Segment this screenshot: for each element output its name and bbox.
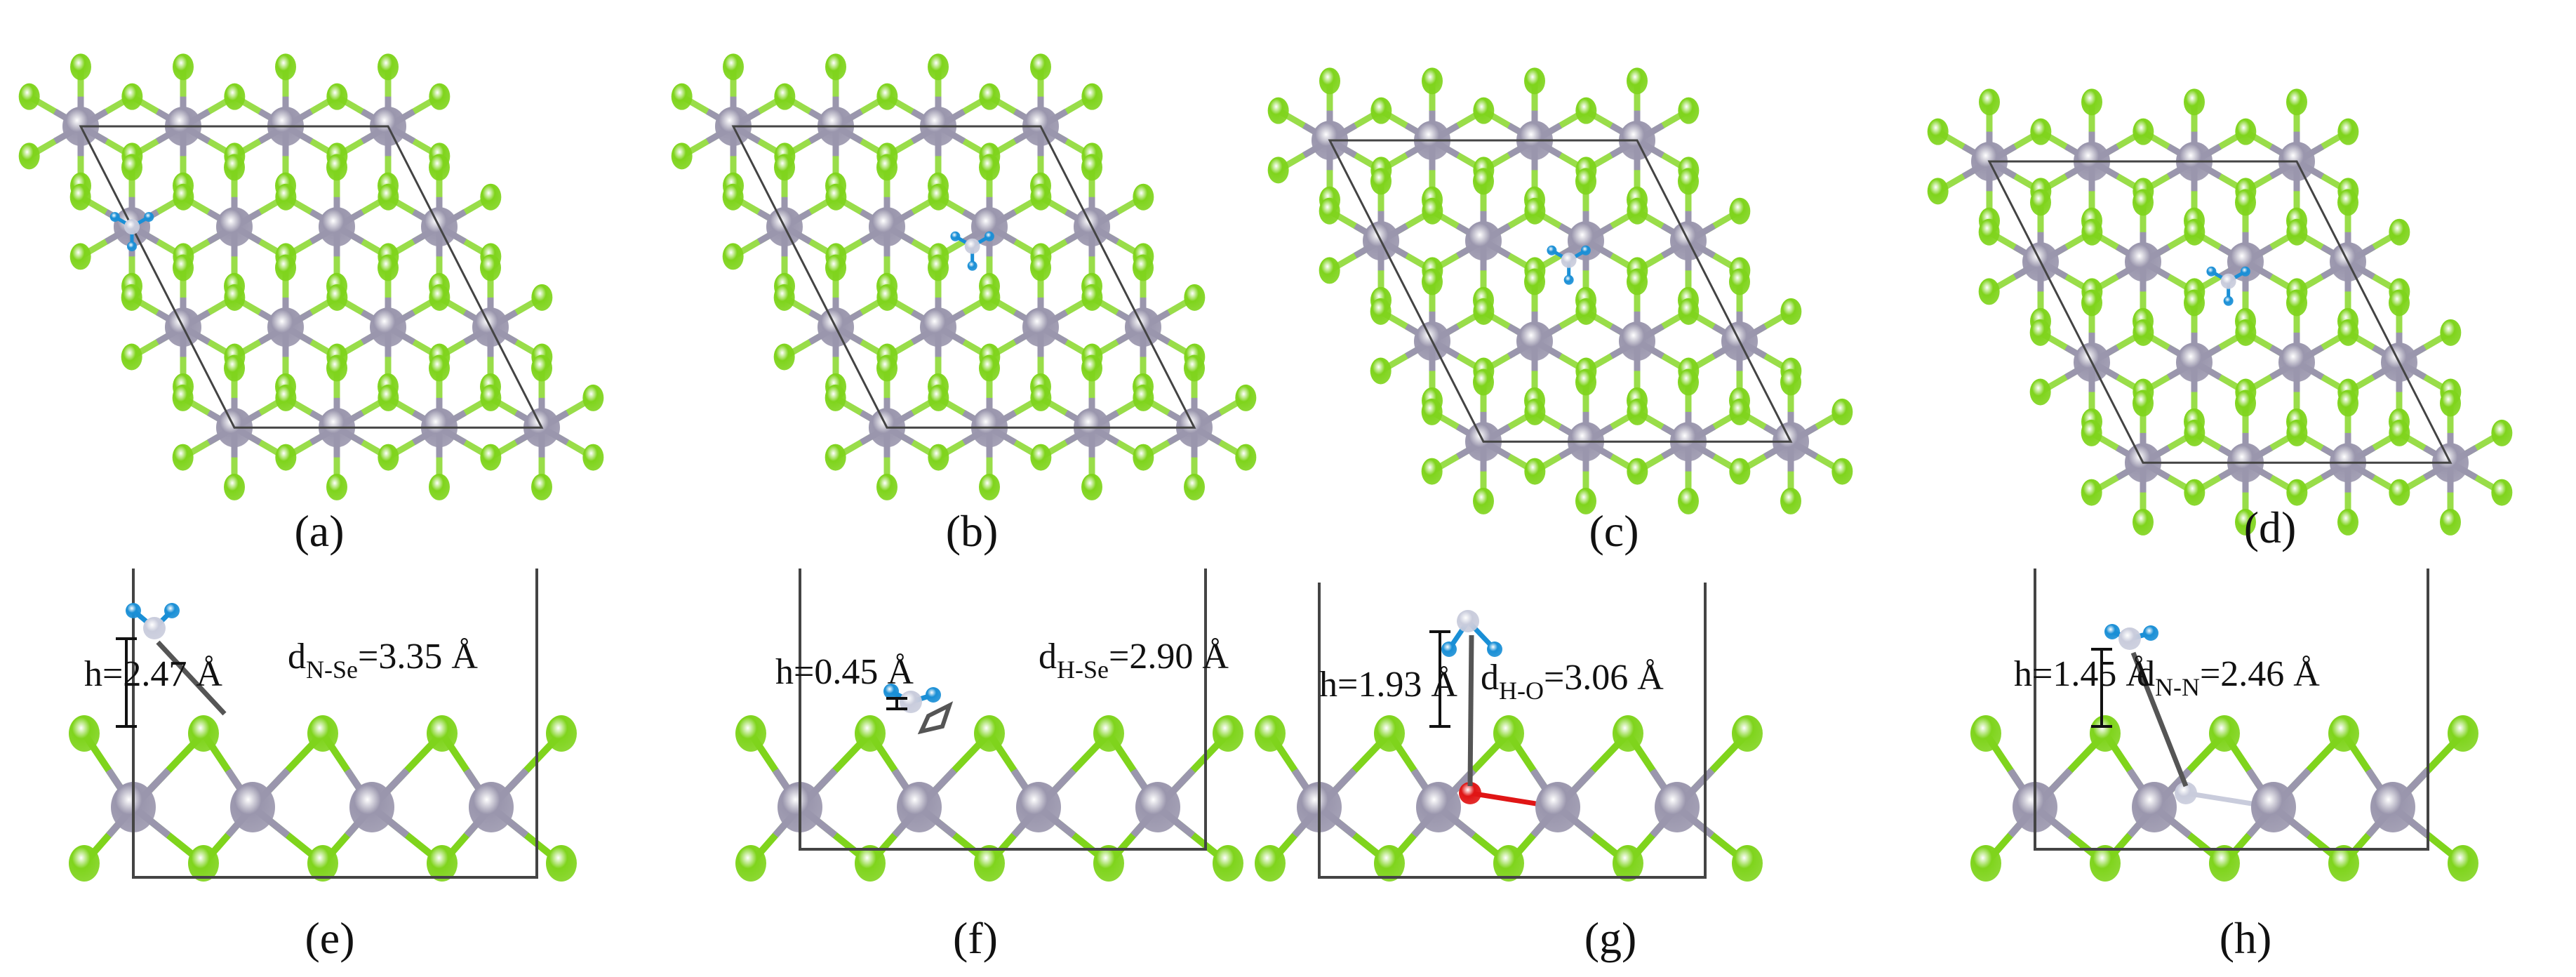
- panel-g-side-view: h=1.93 Å dH-O=3.06 Å: [1255, 569, 1923, 882]
- panel-label-e: (e): [305, 913, 355, 963]
- distance-symbol: d: [2137, 654, 2155, 694]
- lattice-top-view: [18, 53, 604, 500]
- distance-annotation: dH-Se=2.90 Å: [1039, 637, 1229, 684]
- distance-subscript: H-O: [1499, 677, 1544, 705]
- distance-annotation: dN-Se=3.35 Å: [288, 637, 478, 684]
- ammonia-molecule: [2206, 266, 2250, 306]
- ammonia-molecule: [109, 212, 154, 252]
- panel-f-side-view: h=0.45 Å dH-Se=2.90 Å: [688, 569, 1305, 882]
- panel-d-top-view: [1927, 56, 2568, 536]
- distance-symbol: d: [288, 637, 306, 677]
- lattice-top-view: [671, 53, 1257, 500]
- distance-value: =3.06 Å: [1543, 658, 1664, 698]
- ammonia-molecule: [1547, 245, 1591, 285]
- panel-b-top-view: [671, 21, 1312, 500]
- panel-label-g: (g): [1584, 913, 1637, 963]
- height-annotation: h=2.47 Å: [84, 654, 222, 694]
- distance-value: =3.35 Å: [358, 637, 478, 677]
- distance-symbol: d: [1039, 637, 1057, 677]
- lattice-side-view: [735, 569, 1243, 882]
- lattice-side-view: [1970, 569, 2478, 882]
- panel-label-d: (d): [2243, 503, 2297, 552]
- distance-subscript: N-N: [2155, 673, 2200, 701]
- distance-annotation: dN-N=2.46 Å: [2137, 656, 2320, 700]
- lattice-side-view: [69, 569, 577, 882]
- distance-annotation: dH-O=3.06 Å: [1481, 658, 1664, 705]
- lattice-top-view: [1267, 67, 1853, 514]
- panel-h-side-view: h=1.45 Å dN-N=2.46 Å: [1965, 569, 2576, 882]
- panel-label-a: (a): [294, 506, 345, 556]
- distance-value: =2.46 Å: [2199, 654, 2320, 694]
- panel-label-b: (b): [945, 506, 999, 556]
- distance-subscript: N-Se: [306, 656, 358, 684]
- distance-symbol: d: [1481, 658, 1499, 698]
- lattice-side-view: [1255, 583, 1763, 882]
- distance-subscript: H-Se: [1057, 656, 1109, 684]
- panel-label-c: (c): [1589, 506, 1639, 556]
- panel-label-f: (f): [953, 913, 998, 963]
- panel-a-top-view: [18, 21, 660, 500]
- panel-e-side-view: h=2.47 Å dN-Se=3.35 Å: [28, 569, 646, 882]
- lattice-top-view: [1927, 88, 2513, 536]
- panel-label-h: (h): [2219, 913, 2272, 963]
- height-annotation: h=1.93 Å: [1319, 665, 1457, 705]
- panel-c-top-view: [1267, 35, 1909, 514]
- ammonia-molecule: [950, 231, 994, 271]
- distance-value: =2.90 Å: [1109, 637, 1229, 677]
- height-annotation: h=1.45 Å: [2014, 654, 2152, 694]
- height-annotation: h=0.45 Å: [775, 652, 914, 692]
